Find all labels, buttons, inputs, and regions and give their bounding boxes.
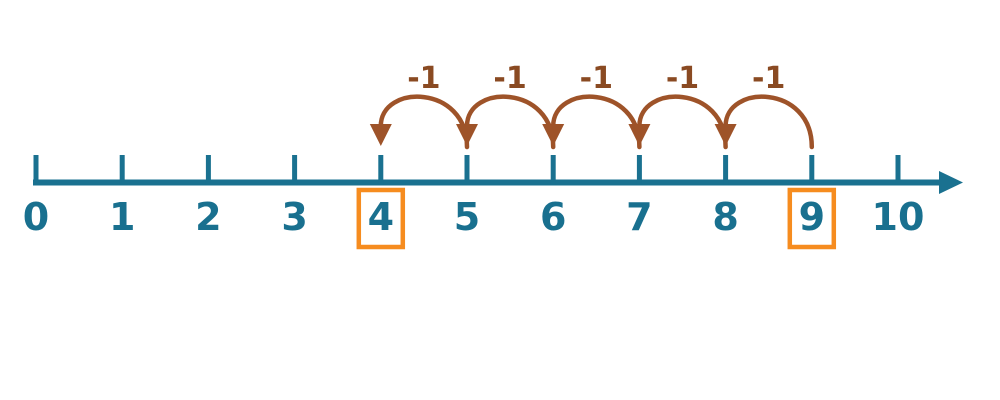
highlight-box-4 xyxy=(356,187,406,250)
jump-arc xyxy=(723,94,815,150)
number-line-axis xyxy=(33,155,963,194)
jump-arcs-group: -1 -1 -1 -1 -1 xyxy=(369,61,815,150)
jump-arc xyxy=(464,94,556,150)
jump-arc xyxy=(550,94,642,150)
jump-label: -1 xyxy=(752,61,785,96)
jump-8-to-7: -1 xyxy=(628,61,728,150)
jump-9-to-8: -1 xyxy=(714,61,815,150)
jump-arrowhead xyxy=(369,124,392,146)
tick-label-6: 6 xyxy=(540,195,566,239)
tick-label-3: 3 xyxy=(281,195,307,239)
jump-label: -1 xyxy=(493,61,526,96)
tick-label-1: 1 xyxy=(109,195,135,239)
jump-arc xyxy=(637,94,728,150)
tick-label-0: 0 xyxy=(23,195,49,239)
jump-arc xyxy=(378,94,470,150)
tick-label-5: 5 xyxy=(454,195,480,239)
axis-arrowhead xyxy=(939,171,963,194)
tick-label-10: 10 xyxy=(872,195,925,239)
tick-label-4: 4 xyxy=(368,195,394,239)
jump-label: -1 xyxy=(580,61,613,96)
tick-labels-group: 0 1 2 3 4 5 6 7 8 9 10 xyxy=(23,195,925,239)
tick-label-2: 2 xyxy=(195,195,221,239)
highlight-boxes-group xyxy=(356,187,837,250)
highlight-box-9 xyxy=(787,187,837,250)
tick-label-8: 8 xyxy=(712,195,738,239)
tick-label-9: 9 xyxy=(799,195,825,239)
jump-7-to-6: -1 xyxy=(542,61,642,150)
jump-6-to-5: -1 xyxy=(456,61,556,150)
jump-label: -1 xyxy=(666,61,699,96)
tick-label-7: 7 xyxy=(626,195,652,239)
jump-5-to-4: -1 xyxy=(369,61,470,150)
jump-label: -1 xyxy=(407,61,440,96)
